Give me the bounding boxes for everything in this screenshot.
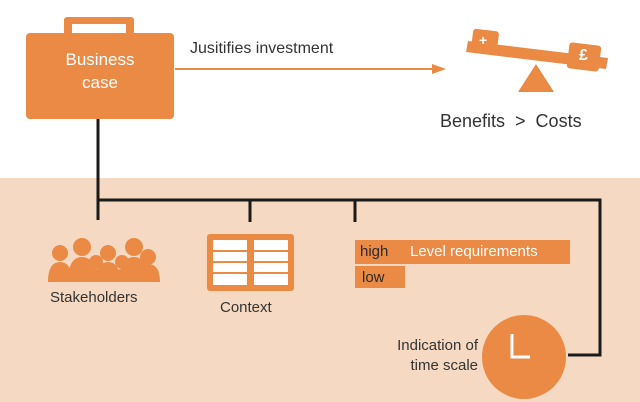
- justifies-arrow: [175, 64, 446, 74]
- low-level-bar: [355, 266, 405, 288]
- time-scale-line1: Indication of: [397, 337, 478, 354]
- pound-symbol: £: [579, 47, 588, 64]
- context-label: Context: [220, 299, 272, 316]
- stakeholders-label: Stakeholders: [50, 289, 138, 306]
- level-requirements-label: Level requirements: [410, 243, 538, 260]
- level-requirements-bar: [355, 240, 570, 264]
- business-case-line1: Business: [65, 50, 135, 69]
- time-scale-line2: time scale: [410, 357, 478, 374]
- context-table-icon: [207, 234, 294, 291]
- level-low-label: low: [362, 269, 385, 286]
- time-scale-label: Indication of time scale: [370, 336, 478, 376]
- plus-symbol: +: [479, 32, 488, 48]
- clock-icon: [482, 315, 566, 399]
- benefits-costs-label: Benefits > Costs: [440, 111, 582, 131]
- level-high-label: high: [360, 243, 389, 260]
- arrow-label: Jusitifies investment: [190, 40, 334, 57]
- people-icon: [48, 238, 160, 282]
- business-case-label: Business case: [26, 48, 174, 94]
- business-case-line2: case: [82, 73, 118, 92]
- briefcase-icon: [26, 17, 174, 119]
- balance-scale-icon: [466, 28, 608, 92]
- connector-lines: [96, 118, 602, 357]
